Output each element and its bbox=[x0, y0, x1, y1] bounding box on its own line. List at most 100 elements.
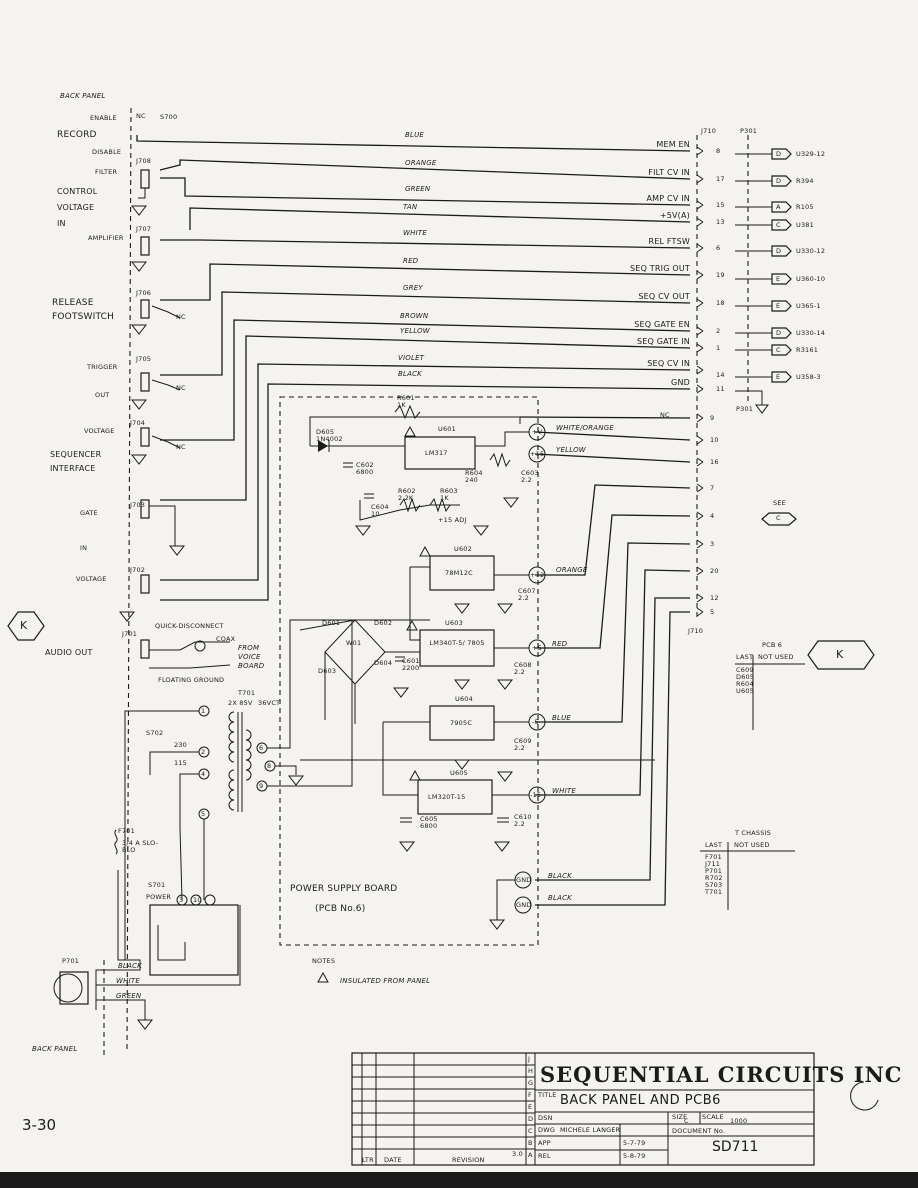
power-supply-board-label: POWER SUPPLY BOARD bbox=[290, 884, 398, 894]
note-insulated: INSULATED FROM PANEL bbox=[340, 977, 431, 985]
wire-color-red: RED bbox=[403, 257, 419, 265]
dest-sym-8: C bbox=[776, 346, 781, 354]
title-field-label: TITLE bbox=[538, 1091, 557, 1099]
rev-letter-b: B bbox=[528, 1139, 533, 1147]
nc-pin-label: NC bbox=[660, 411, 670, 419]
size-field-label: SIZE bbox=[672, 1113, 688, 1121]
from-voice-board-label: FROM VOICE BOARD bbox=[238, 644, 265, 670]
dest-sym-6: E bbox=[776, 302, 781, 310]
nc-label-switch: NC bbox=[136, 112, 146, 120]
scan-bottom-border bbox=[0, 1172, 918, 1188]
revision-field-label: REVISION bbox=[452, 1156, 485, 1164]
rev-letter-d: D bbox=[528, 1115, 534, 1123]
size-value: C bbox=[684, 1117, 689, 1125]
filter-label: FILTER bbox=[95, 168, 118, 176]
pin-13: 13 bbox=[716, 218, 725, 226]
pcb-table-col-not-used: NOT USED bbox=[758, 653, 794, 661]
s700-label: S700 bbox=[160, 113, 178, 121]
pcb-table-row: C609 bbox=[736, 666, 754, 674]
jack-label-j708: J708 bbox=[136, 157, 152, 165]
j710-pin-markers bbox=[696, 146, 704, 394]
wire-color-white: WHITE bbox=[403, 229, 427, 237]
drawing-title: BACK PANEL AND PCB6 bbox=[560, 1093, 721, 1108]
enable-label: ENABLE bbox=[90, 114, 117, 122]
u601-part: LM317 bbox=[425, 449, 448, 457]
psu-output-wires bbox=[519, 413, 704, 906]
c610-label: C610 2.2 bbox=[514, 813, 532, 828]
jack-label-j706: J706 bbox=[136, 289, 152, 297]
lower-pin-5: 5 bbox=[710, 608, 715, 616]
date-field-label: DATE bbox=[384, 1156, 402, 1164]
psu-internals bbox=[299, 404, 655, 983]
chassis-table-col-not-used: NOT USED bbox=[734, 841, 770, 849]
rel-field-label: REL bbox=[538, 1152, 551, 1160]
s701-label: S701 bbox=[148, 881, 166, 889]
pin-6: 6 bbox=[716, 244, 721, 252]
r602-label: R602 2.2K bbox=[398, 487, 416, 502]
jack-label-j701: J701 bbox=[122, 630, 138, 638]
nc-label-3: NC bbox=[176, 443, 186, 451]
tpin-9: 9 bbox=[259, 782, 264, 790]
c601-label: C601 2200 bbox=[402, 657, 420, 672]
nc-label-1: NC bbox=[176, 313, 186, 321]
wire-color-violet: VIOLET bbox=[398, 354, 425, 362]
audio-out-label: AUDIO OUT bbox=[45, 648, 93, 657]
u604-part: 7905C bbox=[450, 719, 473, 727]
fuse-rating: 3/4 A SLO-BLO bbox=[122, 839, 159, 854]
jack-label-j703: J703 bbox=[130, 501, 146, 509]
wire-color-orange: ORANGE bbox=[405, 159, 437, 167]
jack-label-j705: J705 bbox=[136, 355, 152, 363]
connector-p301-bottom: P301 bbox=[736, 405, 754, 413]
s702-label: S702 bbox=[146, 729, 164, 737]
date-2: 5-8-79 bbox=[623, 1152, 646, 1160]
document-field-label: DOCUMENT No. bbox=[672, 1127, 726, 1135]
dest-r105: R105 bbox=[796, 203, 814, 211]
pcb-table-title: PCB 6 bbox=[762, 641, 783, 649]
k-marker-right-shape bbox=[807, 640, 875, 670]
rev-letter-h: H bbox=[528, 1067, 534, 1075]
chassis-table-row: T701 bbox=[705, 888, 723, 896]
dsn-field-label: DSN bbox=[538, 1114, 553, 1122]
c608-label: C608 2.2 bbox=[514, 661, 532, 676]
u603-part: LM340T-5/ 7805 bbox=[429, 639, 485, 647]
c607-label: C607 2.2 bbox=[518, 587, 536, 602]
u605-label: U605 bbox=[450, 769, 468, 777]
release-label: RELEASE bbox=[52, 298, 94, 308]
u604-label: U604 bbox=[455, 695, 473, 703]
jack-label-j702: J702 bbox=[130, 566, 146, 574]
k-marker-right: K bbox=[836, 648, 844, 661]
voltage-label-2: VOLTAGE bbox=[84, 427, 115, 435]
d605-label: D605 1N4002 bbox=[316, 428, 343, 443]
signal-seq-cv-out: SEQ CV OUT bbox=[638, 292, 690, 301]
pin-14: 14 bbox=[716, 371, 725, 379]
f701-label: F701 bbox=[118, 827, 135, 835]
tpin-6: 6 bbox=[259, 744, 264, 752]
revision-value: 3.0 bbox=[512, 1150, 523, 1158]
pin-1: 1 bbox=[716, 344, 721, 352]
lower-pin-12: 12 bbox=[710, 594, 719, 602]
company-name: SEQUENTIAL CIRCUITS INC bbox=[540, 1062, 903, 1087]
connector-p301-top: P301 bbox=[740, 127, 758, 135]
rev-letter-g: G bbox=[528, 1079, 534, 1087]
mains-black: BLACK bbox=[118, 962, 142, 970]
lower-pin-10: 10 bbox=[710, 436, 719, 444]
p301-destination-lines bbox=[735, 148, 792, 414]
document-number: SD711 bbox=[712, 1139, 759, 1155]
connector-j710-top: J710 bbox=[701, 127, 717, 135]
coax-label: COAX bbox=[216, 635, 236, 643]
mains-white: WHITE bbox=[116, 977, 140, 985]
dest-u358-3: U358-3 bbox=[796, 373, 821, 381]
wire-color-green: GREEN bbox=[405, 185, 431, 193]
in-label: IN bbox=[57, 219, 66, 228]
connector-j710-bottom: J710 bbox=[688, 627, 704, 635]
mains-green: GREEN bbox=[116, 992, 142, 1000]
u605-part: LM320T-15 bbox=[428, 793, 466, 801]
gnd-1-label: GND bbox=[516, 876, 532, 884]
amplifier-label: AMPLIFIER bbox=[88, 234, 124, 242]
dest-u360-10: U360-10 bbox=[796, 275, 826, 283]
jack-label-j704: J704 bbox=[130, 419, 146, 427]
dest-sym-9: E bbox=[776, 373, 781, 381]
dwg-field-label: DWG bbox=[538, 1126, 556, 1134]
c604-label: C604 10 bbox=[371, 503, 389, 518]
out-15-label: +15 bbox=[530, 450, 545, 458]
